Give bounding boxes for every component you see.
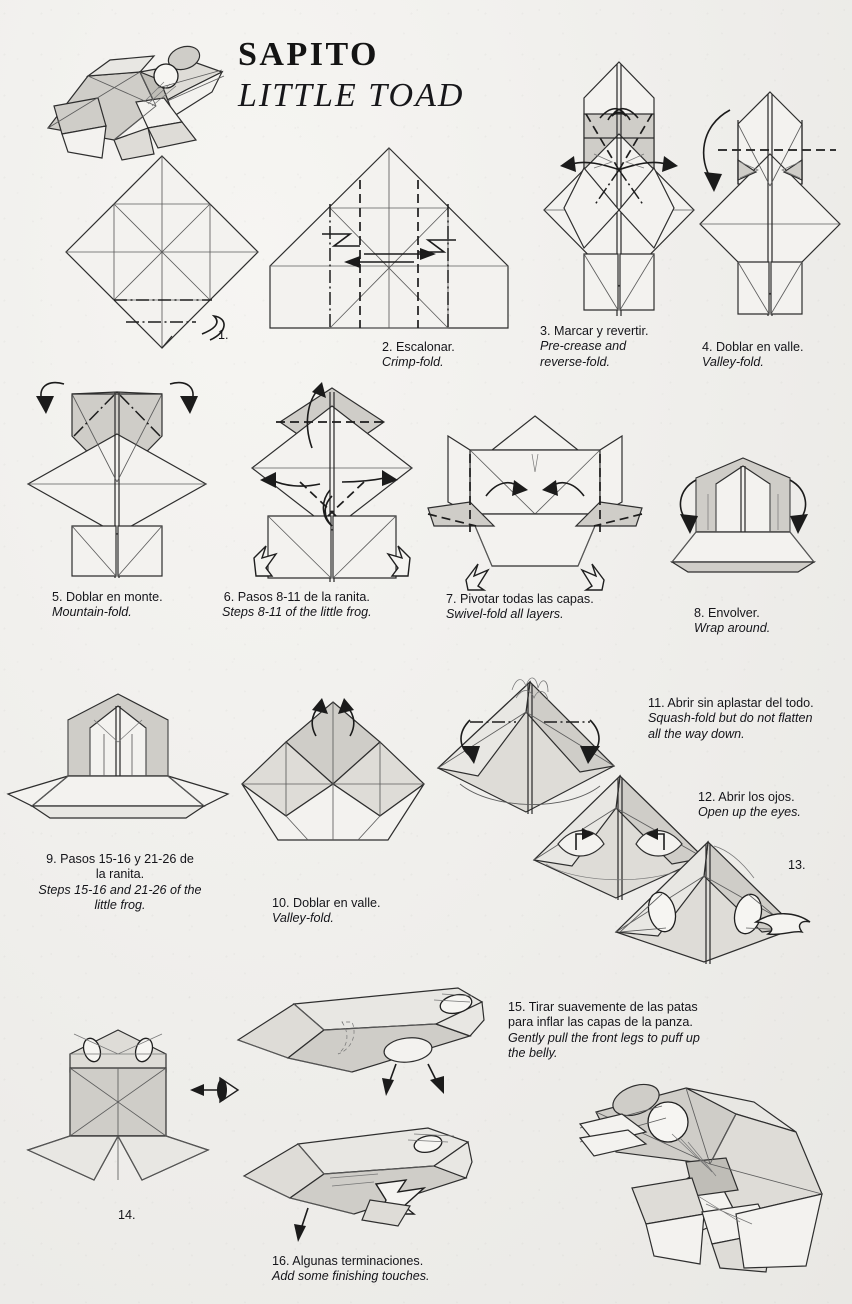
caption-step-9-es-line1: 9. Pasos 15-16 y 21-26 de [46,852,194,866]
caption-step-4: 4. Doblar en valle. Valley-fold. [702,340,804,371]
step-13-number: 13. [788,858,806,872]
caption-step-12-en: Open up the eyes. [698,805,801,820]
caption-step-8-en: Wrap around. [694,621,771,636]
caption-step-6-es: 6. Pasos 8-11 de la ranita. [223,590,370,604]
caption-step-9-en-line2: little frog. [94,898,146,913]
caption-step-6: 6. Pasos 8-11 de la ranita. Steps 8-11 o… [222,590,372,621]
caption-step-11-es: 11. Abrir sin aplastar del todo. [648,696,814,710]
figure-finished-model-bottom [576,1072,846,1298]
figure-step-9 [6,690,230,838]
caption-step-3: 3. Marcar y revertir. Pre-crease and rev… [540,324,648,370]
figure-step-16 [238,1122,488,1242]
step-1-number: 1. [218,328,229,342]
caption-step-9-es-line2: la ranita. [95,867,145,882]
caption-step-4-es: 4. Doblar en valle. [702,340,804,354]
figure-finished-model-top [36,36,236,166]
title-english: LITTLE TOAD [238,77,465,114]
caption-step-10-en: Valley-fold. [272,911,334,926]
caption-step-15-es-line2: para inflar las capas de la panza. [508,1015,693,1030]
figure-step-3 [534,58,704,320]
caption-step-11-en-line1: Squash-fold but do not flatten [648,711,813,726]
caption-step-10-es: 10. Doblar en valle. [272,896,381,910]
figure-step-14 [18,1028,218,1208]
caption-step-8: 8. Envolver. Wrap around. [694,606,770,637]
caption-step-12: 12. Abrir los ojos. Open up the eyes. [698,790,801,821]
caption-step-4-en: Valley-fold. [702,355,764,370]
figure-step-2 [264,142,514,332]
caption-step-11-en-line2: all the way down. [648,726,745,741]
figure-step-7 [427,414,643,591]
caption-step-16-es: 16. Algunas terminaciones. [272,1254,424,1268]
caption-step-2: 2. Escalonar. Crimp-fold. [382,340,455,371]
caption-step-16-en: Add some finishing touches. [272,1269,430,1284]
caption-step-5-en: Mountain-fold. [52,605,132,620]
caption-step-2-en: Crimp-fold. [382,355,444,370]
figure-step-15 [232,976,492,1106]
figure-step-6 [232,382,432,586]
caption-step-12-es: 12. Abrir los ojos. [698,790,795,804]
caption-step-7-en: Swivel-fold all layers. [446,607,564,622]
caption-step-2-es: 2. Escalonar. [382,340,455,354]
figure-step-13 [596,836,832,968]
caption-step-3-en-line2: reverse-fold. [540,354,610,369]
caption-step-15-en-line1: Gently pull the front legs to puff up [508,1030,700,1045]
page-title: SAPITO LITTLE TOAD [238,38,464,114]
caption-step-7: 7. Pivotar todas las capas. Swivel-fold … [446,592,594,623]
caption-step-11: 11. Abrir sin aplastar del todo. Squash-… [648,696,814,742]
title-spanish: SAPITO [238,36,379,73]
caption-step-15: 15. Tirar suavemente de las patas para i… [508,1000,700,1061]
caption-step-3-en-line1: Pre-crease and [540,339,627,354]
figure-step-4 [690,88,852,320]
figure-step-8 [648,454,838,590]
figure-step-11 [430,672,660,832]
caption-step-15-es-line1: 15. Tirar suavemente de las patas [508,1000,698,1014]
caption-step-6-en: Steps 8-11 of the little frog. [222,605,372,620]
caption-step-16: 16. Algunas terminaciones. Add some fini… [272,1254,430,1285]
caption-step-10: 10. Doblar en valle. Valley-fold. [272,896,381,927]
figure-step-5 [22,378,212,584]
caption-step-15-en-line2: the belly. [508,1046,558,1061]
turn-over-arrow-icon [182,1074,242,1106]
caption-step-9-en-line1: Steps 15-16 and 21-26 of the [38,882,202,897]
figure-step-1 [62,152,262,352]
caption-step-3-es: 3. Marcar y revertir. [540,324,649,338]
figure-step-10 [228,698,438,850]
caption-step-5-es: 5. Doblar en monte. [52,590,163,604]
caption-step-5: 5. Doblar en monte. Mountain-fold. [52,590,163,621]
step-14-number: 14. [118,1208,136,1222]
caption-step-9: 9. Pasos 15-16 y 21-26 de la ranita. Ste… [16,852,224,913]
caption-step-8-es: 8. Envolver. [694,606,760,620]
caption-step-7-es: 7. Pivotar todas las capas. [446,592,594,606]
figure-step-12 [528,768,728,908]
